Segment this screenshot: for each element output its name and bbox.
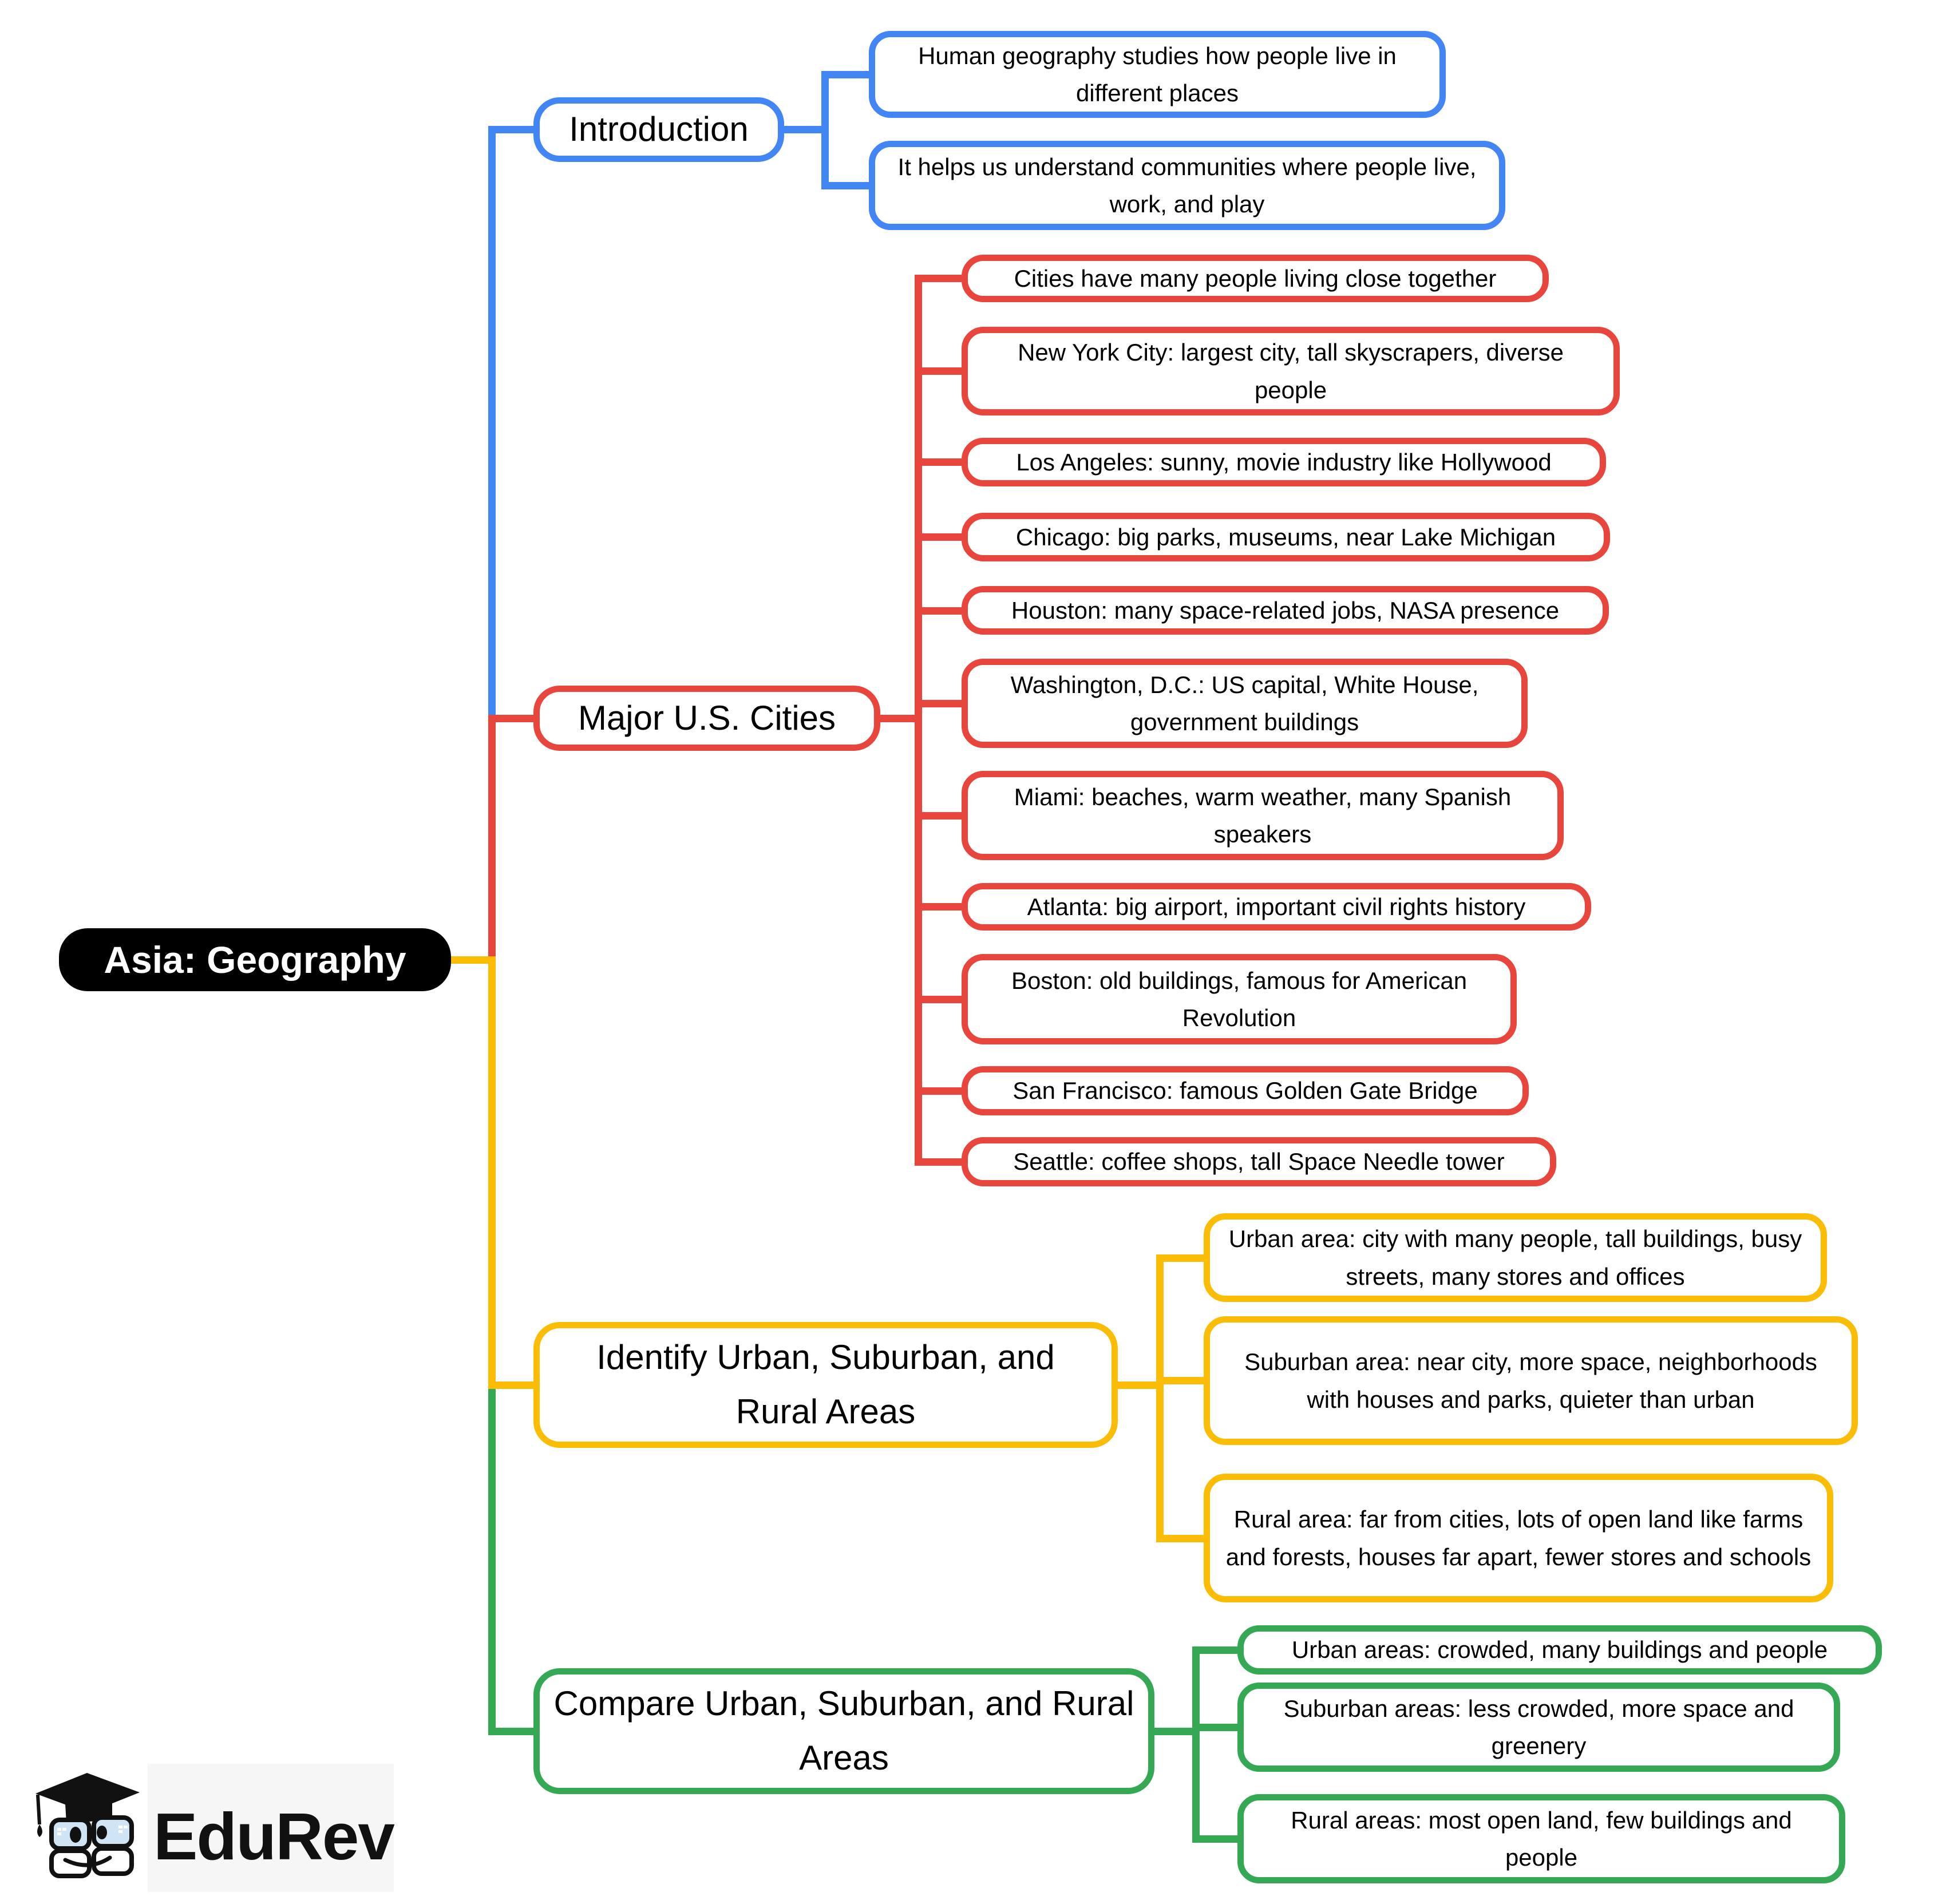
- connector-trunk-blue: [488, 126, 496, 722]
- connector-intro-stub: [821, 71, 869, 78]
- branch-identify-areas-node: Identify Urban, Suburban, and Rural Area…: [533, 1322, 1118, 1448]
- connector-branch-introduction: [488, 126, 540, 133]
- left-eye: [70, 1827, 81, 1843]
- edurev-brand-text: EduRev: [153, 1799, 395, 1874]
- cities-child-node: Miami: beaches, warm weather, many Spani…: [962, 771, 1564, 860]
- branch-compare-areas-node: Compare Urban, Suburban, and Rural Areas: [533, 1668, 1154, 1794]
- connector-branch-compare: [488, 1728, 540, 1735]
- intro-child-node: It helps us understand communities where…: [869, 141, 1505, 230]
- connector-intro-rail: [821, 71, 829, 189]
- connector-cities-stub: [915, 367, 962, 375]
- cities-child-node: Boston: old buildings, famous for Americ…: [962, 954, 1517, 1044]
- connector-cities-stub: [915, 812, 962, 820]
- connector-intro-stub: [821, 182, 869, 189]
- connector-compare-stub: [1192, 1724, 1237, 1731]
- connector-cities-stub: [915, 458, 962, 466]
- connector-compare-stub: [1192, 1646, 1237, 1654]
- cities-child-node: Washington, D.C.: US capital, White Hous…: [962, 659, 1528, 748]
- connector-compare-out: [1150, 1728, 1200, 1735]
- compare-child-node: Urban areas: crowded, many buildings and…: [1237, 1625, 1882, 1675]
- connector-cities-rail: [915, 275, 922, 1166]
- root-node: Asia: Geography: [59, 928, 451, 991]
- connector-cities-stub: [915, 903, 962, 911]
- glint: [57, 1828, 61, 1831]
- connector-cities-stub: [915, 996, 962, 1003]
- connector-cities-stub: [915, 533, 962, 541]
- glint: [118, 1826, 122, 1828]
- smile: [63, 1855, 112, 1867]
- connector-cities-stub: [915, 1158, 962, 1166]
- connector-cities-out: [876, 715, 922, 722]
- right-eye: [97, 1826, 107, 1839]
- logo-backdrop: [148, 1764, 394, 1892]
- cities-child-node: San Francisco: famous Golden Gate Bridge: [962, 1066, 1529, 1115]
- connector-cities-stub: [915, 607, 962, 615]
- connector-cities-stub: [915, 700, 962, 707]
- cities-child-node: Los Angeles: sunny, movie industry like …: [962, 438, 1606, 486]
- compare-child-node: Rural areas: most open land, few buildin…: [1237, 1794, 1845, 1883]
- cap-board: [35, 1773, 140, 1813]
- compare-child-node: Suburban areas: less crowded, more space…: [1237, 1683, 1840, 1772]
- cities-child-node: New York City: largest city, tall skyscr…: [962, 327, 1620, 415]
- book-right-page: [92, 1846, 134, 1876]
- connector-identify-stub: [1156, 1254, 1204, 1262]
- identify-child-node: Rural area: far from cities, lots of ope…: [1204, 1474, 1833, 1602]
- intro-child-node: Human geography studies how people live …: [869, 31, 1446, 118]
- tassel: [36, 1794, 41, 1825]
- connector-intro-out: [778, 126, 829, 133]
- cities-child-node: Seattle: coffee shops, tall Space Needle…: [962, 1137, 1556, 1186]
- tassel-end: [37, 1824, 42, 1837]
- connector-cities-stub: [915, 1087, 962, 1095]
- connector-root-stub: [448, 956, 496, 964]
- connector-compare-rail: [1192, 1646, 1200, 1843]
- cities-child-node: Cities have many people living close tog…: [962, 255, 1549, 302]
- connector-identify-stub: [1156, 1535, 1204, 1542]
- connector-branch-cities: [488, 715, 540, 722]
- branch-major-us-cities-node: Major U.S. Cities: [533, 686, 880, 751]
- identify-child-node: Suburban area: near city, more space, ne…: [1204, 1316, 1858, 1445]
- connector-branch-identify: [488, 1382, 540, 1389]
- cities-child-node: Chicago: big parks, museums, near Lake M…: [962, 513, 1610, 561]
- cities-child-node: Atlanta: big airport, important civil ri…: [962, 883, 1591, 931]
- connector-trunk-yellow: [488, 956, 496, 1389]
- cities-child-node: Houston: many space-related jobs, NASA p…: [962, 586, 1609, 635]
- connector-trunk-red: [488, 715, 496, 963]
- connector-trunk-green: [488, 1382, 496, 1735]
- branch-introduction-node: Introduction: [533, 97, 784, 162]
- identify-child-node: Urban area: city with many people, tall …: [1204, 1213, 1827, 1302]
- glint: [57, 1832, 61, 1835]
- connector-cities-stub: [915, 275, 962, 282]
- connector-compare-stub: [1192, 1835, 1237, 1843]
- connector-identify-out: [1113, 1382, 1164, 1389]
- glint: [118, 1830, 122, 1833]
- glint: [124, 1826, 128, 1828]
- edurev-mascot-icon: [35, 1773, 140, 1878]
- glint: [62, 1828, 66, 1831]
- connector-identify-rail: [1156, 1254, 1164, 1542]
- connector-identify-stub: [1156, 1377, 1204, 1384]
